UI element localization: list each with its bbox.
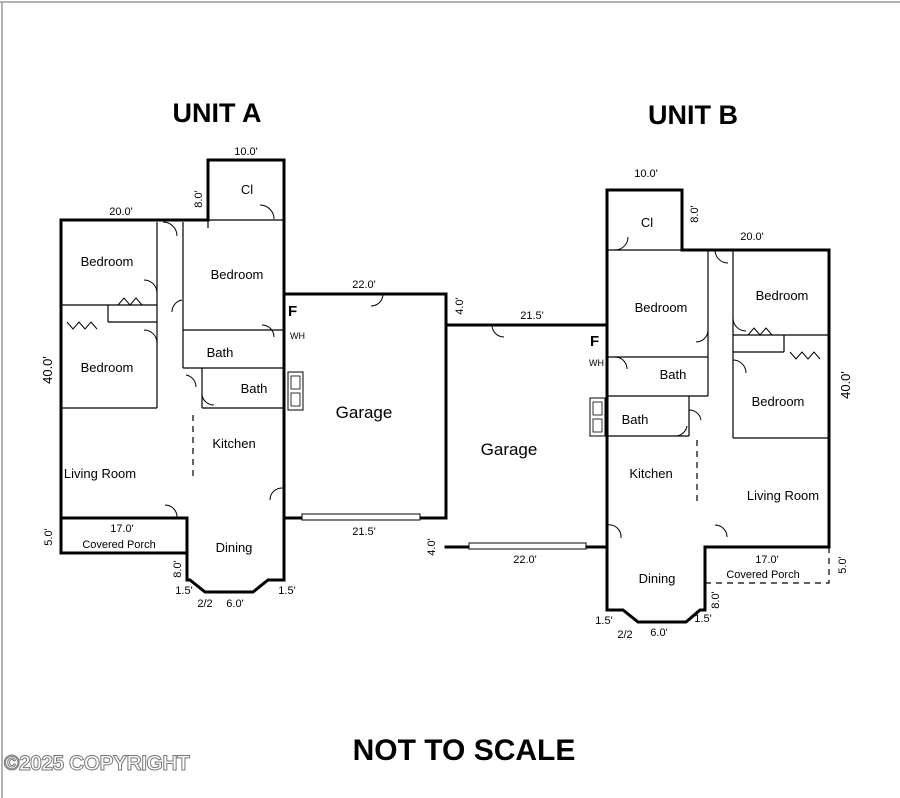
unit-a-porch-depth: 5.0'	[43, 528, 55, 545]
unit-b-closet-width: 10.0'	[634, 168, 658, 180]
unit-b-closet-label: Cl	[641, 215, 653, 230]
unit-a-closet-depth: 8.0'	[193, 190, 205, 207]
unit-a-bedroom-mid-left-label: Bedroom	[81, 360, 134, 375]
unit-b-porch-width: 17.0'	[755, 554, 779, 566]
unit-a-appliances	[287, 371, 304, 411]
unit-b-bay-right: 1.5'	[694, 613, 711, 625]
unit-b-living-room-label: Living Room	[747, 488, 819, 503]
unit-b-garage-wall	[444, 323, 609, 549]
unit-a-kitchen-label: Kitchen	[212, 436, 255, 451]
unit-b-doors	[606, 236, 821, 539]
unit-a-bath-lower-label: Bath	[241, 381, 268, 396]
unit-b-garage-top-dim: 21.5'	[520, 310, 544, 322]
unit-b-garage-entry-door	[491, 324, 505, 338]
unit-a-garage-label: Garage	[336, 403, 393, 422]
unit-a-porch-label: Covered Porch	[82, 539, 155, 551]
unit-b-kitchen-label: Kitchen	[629, 466, 672, 481]
unit-b-porch-label: Covered Porch	[726, 569, 799, 581]
unit-b-bath-upper-label: Bath	[660, 367, 687, 382]
unit-a-exterior-wall	[59, 158, 286, 594]
unit-b-dining-label: Dining	[639, 571, 676, 586]
unit-a-interior-walls	[61, 219, 284, 480]
unit-a-garage-door	[301, 513, 421, 521]
unit-a: UNIT A	[40, 98, 466, 610]
unit-b-garage-door	[468, 542, 587, 550]
unit-a-garage-top-dim: 22.0'	[352, 279, 376, 291]
unit-a-bath-upper-label: Bath	[207, 345, 234, 360]
not-to-scale-note: NOT TO SCALE	[353, 734, 576, 767]
unit-b-bay-width: 6.0'	[650, 627, 667, 639]
unit-a-garage-bottom-dim: 21.5'	[352, 526, 376, 538]
unit-a-fireplace-mark: F	[288, 303, 297, 320]
unit-a-closet-label: Cl	[241, 182, 253, 197]
unit-b-appliances	[589, 397, 606, 437]
unit-a-dining-depth: 8.0'	[172, 560, 184, 577]
unit-a-bedroom-right-label: Bedroom	[211, 267, 264, 282]
unit-b-dining-depth: 8.0'	[710, 591, 722, 608]
unit-b-fireplace-mark: F	[590, 333, 599, 350]
unit-a-doors	[66, 204, 284, 518]
unit-b-bedroom-left-label: Bedroom	[635, 300, 688, 315]
unit-b-bay-angle: 2/2	[617, 629, 632, 641]
copyright-watermark: ©2025 COPYRIGHT	[4, 752, 190, 775]
unit-b-garage-label: Garage	[481, 440, 538, 459]
unit-b-title: UNIT B	[648, 100, 738, 130]
unit-a-living-room-label: Living Room	[64, 466, 136, 481]
unit-a-overall-depth: 40.0'	[40, 356, 55, 384]
unit-a-bay-angle: 2/2	[197, 598, 212, 610]
unit-a-bedroom-top-left-label: Bedroom	[81, 254, 134, 269]
unit-b-overall-depth: 40.0'	[838, 371, 853, 399]
unit-a-bay-left: 1.5'	[175, 585, 192, 597]
unit-a-porch-width: 17.0'	[110, 523, 134, 535]
unit-b-bedroom-width: 20.0'	[740, 231, 764, 243]
unit-b-garage-step-dim: 4.0'	[426, 538, 438, 555]
unit-a-bay-width: 6.0'	[226, 598, 243, 610]
unit-a-water-heater-mark: WH	[290, 331, 305, 341]
unit-b-garage-bottom-dim: 22.0'	[513, 554, 537, 566]
unit-a-bay-right: 1.5'	[278, 585, 295, 597]
unit-a-closet-width: 10.0'	[234, 146, 258, 158]
unit-a-porch-outline	[59, 516, 189, 555]
unit-b: UNIT B Garage 21.5' 22.0' 4.0' F WH	[426, 100, 853, 641]
unit-b-water-heater-mark: WH	[589, 358, 604, 368]
unit-a-bedroom-width: 20.0'	[109, 206, 133, 218]
unit-b-porch-dashed	[705, 547, 830, 584]
unit-b-closet-depth: 8.0'	[689, 205, 701, 222]
unit-a-garage-step-dim: 4.0'	[454, 297, 466, 314]
unit-a-garage-entry-door	[370, 293, 384, 307]
unit-b-bath-lower-label: Bath	[622, 412, 649, 427]
unit-a-title: UNIT A	[173, 98, 262, 128]
unit-b-bedroom-mid-right-label: Bedroom	[752, 394, 805, 409]
unit-b-bedroom-top-right-label: Bedroom	[756, 288, 809, 303]
unit-b-bay-left: 1.5'	[595, 615, 612, 627]
unit-b-porch-depth: 5.0'	[837, 556, 849, 573]
unit-a-dining-label: Dining	[216, 540, 253, 555]
